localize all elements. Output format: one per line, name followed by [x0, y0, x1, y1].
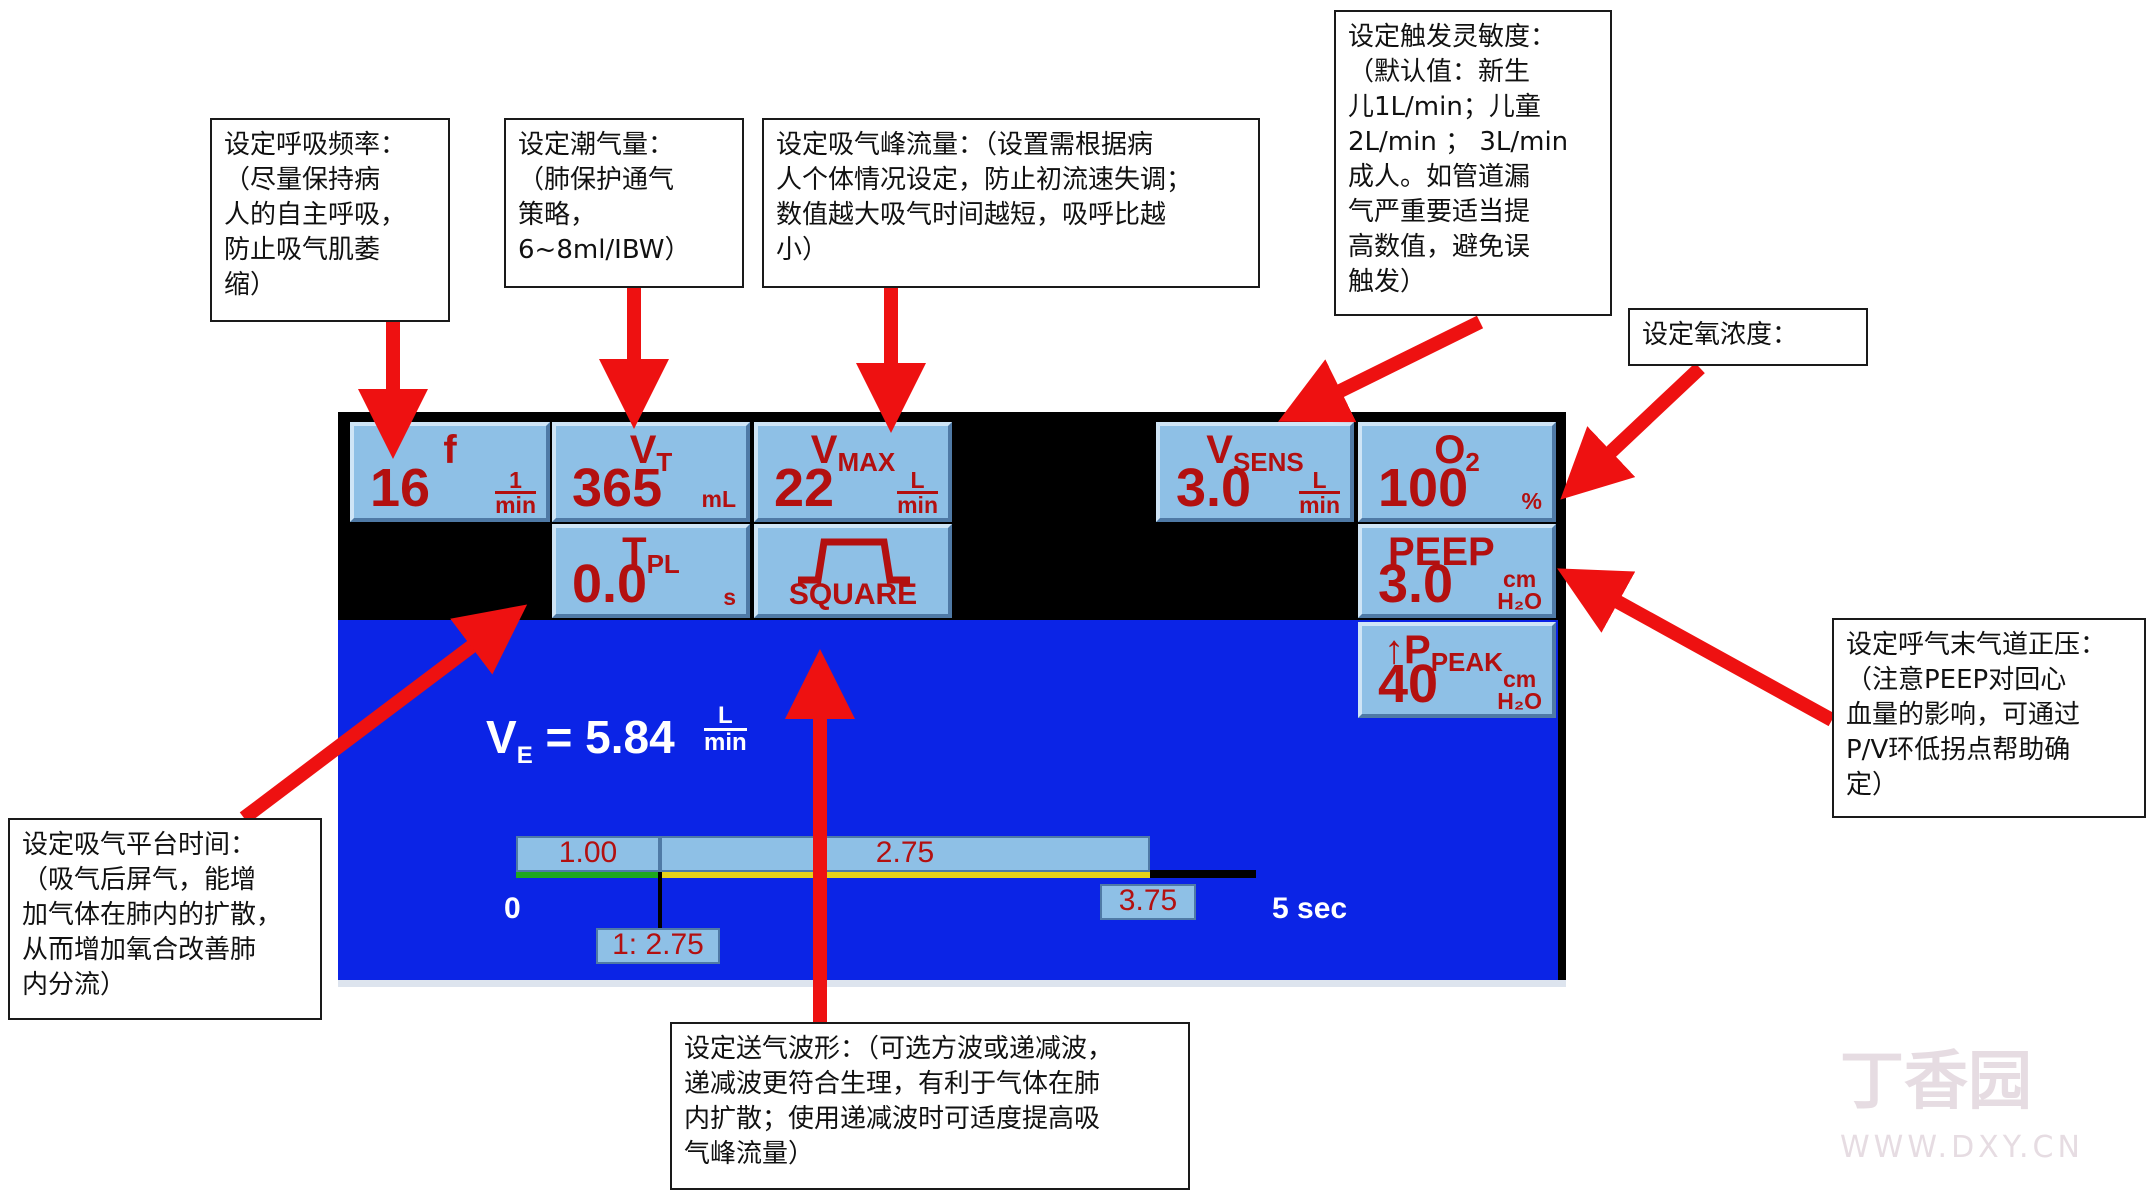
tile-peep-value: 3.0	[1378, 554, 1454, 614]
callout-plateau-time: 设定吸气平台时间： （吸气后屏气，能增 加气体在肺内的扩散， 从而增加氧合改善肺…	[8, 818, 322, 1020]
watermark-logo: 丁香园	[1840, 1045, 2032, 1119]
tile-o2-name: O2	[1434, 428, 1480, 477]
tile-f-value: 16	[370, 458, 431, 518]
tile-vmax-name: VMAX	[810, 428, 896, 477]
watermark-url: WWW.DXY.CN	[1840, 1130, 2084, 1165]
arrow-vsens	[1278, 315, 1484, 423]
monitor-display-area	[338, 620, 1558, 980]
axis-start-label: 0	[504, 892, 521, 925]
tile-tpl-unit: s	[723, 584, 736, 610]
expiration-indicator	[660, 872, 1150, 878]
ratio-marker	[658, 872, 662, 928]
tile-vt-value: 365	[572, 458, 663, 518]
axis-end-label: 5 sec	[1272, 892, 1348, 925]
panel-bottom-edge	[338, 980, 1566, 987]
tile-oxygen[interactable]: O2 100 %	[1358, 422, 1556, 522]
timeline-remainder	[1150, 870, 1256, 878]
tile-waveform[interactable]: SQUARE	[754, 524, 952, 618]
expiration-time-bar: 2.75	[660, 836, 1150, 872]
ie-ratio: 1: 2.75	[596, 928, 720, 964]
tile-ppeak-value: 40	[1378, 654, 1439, 714]
tile-ppeak-name: ↑PPEAK	[1384, 628, 1503, 677]
tile-tpl-name: TPL	[622, 530, 680, 579]
callout-trigger-sensitivity: 设定触发灵敏度： （默认值：新生 儿1L/min；儿童 2L/min ； 3L/…	[1334, 10, 1612, 316]
tile-vsens-name: VSENS	[1206, 428, 1304, 477]
tile-f-name: f	[443, 428, 457, 472]
tile-waveform-label: SQUARE	[788, 578, 918, 611]
square-wave-icon	[798, 538, 910, 584]
tile-o2-value: 100	[1378, 458, 1469, 518]
tile-vt-name: VT	[629, 428, 673, 477]
arrow-o2	[1560, 362, 1705, 500]
tile-plateau-time[interactable]: TPL 0.0 s	[552, 524, 750, 618]
callout-peep: 设定呼气末气道正压： （注意PEEP对回心 血量的影响，可通过 P/V环低拐点帮…	[1832, 618, 2146, 818]
tile-peep-name: PEEP	[1388, 530, 1495, 574]
callout-waveform: 设定送气波形：（可选方波或递减波， 递减波更符合生理，有利于气体在肺 内扩散；使…	[670, 1022, 1190, 1190]
arrow-peep	[1557, 568, 1836, 727]
callout-tidal-volume: 设定潮气量： （肺保护通气 策略， 6~8ml/IBW）	[504, 118, 744, 288]
callout-respiratory-rate: 设定呼吸频率： （尽量保持病 人的自主呼吸， 防止吸气肌萎 缩）	[210, 118, 450, 322]
minute-ventilation-readout: VE = 5.84	[486, 711, 675, 770]
tile-tidal-volume[interactable]: VT 365 mL	[552, 422, 750, 522]
tile-vt-unit: mL	[701, 486, 737, 512]
callout-oxygen: 设定氧浓度：	[1628, 308, 1868, 366]
inspiration-indicator	[516, 872, 660, 878]
total-cycle-time: 3.75	[1100, 884, 1196, 920]
tile-o2-unit: %	[1521, 488, 1542, 514]
inspiration-time-bar: 1.00	[516, 836, 660, 872]
tile-vmax-value: 22	[774, 458, 835, 518]
callout-peak-flow: 设定吸气峰流量：（设置需根据病 人个体情况设定，防止初流速失调； 数值越大吸气时…	[762, 118, 1260, 288]
tile-tpl-value: 0.0	[572, 554, 648, 614]
tile-vsens-value: 3.0	[1176, 458, 1252, 518]
